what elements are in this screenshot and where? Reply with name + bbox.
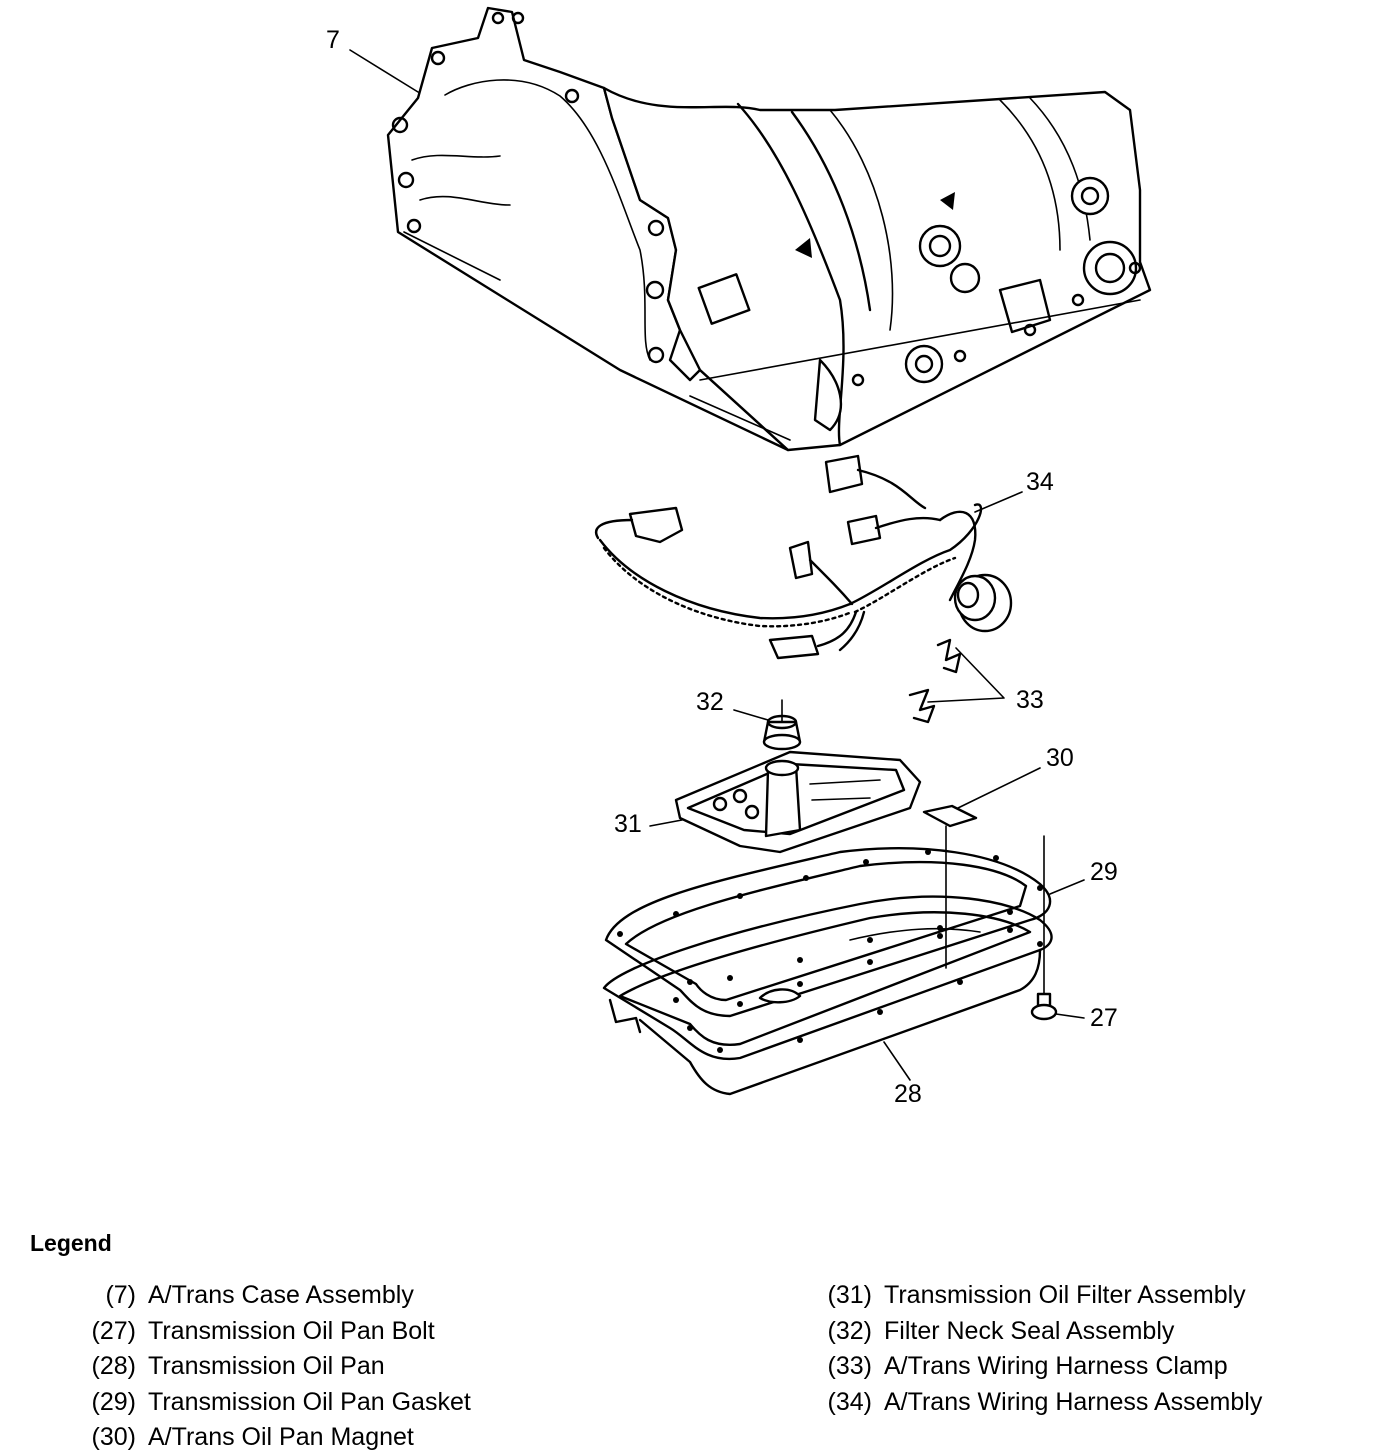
legend-item-text: A/Trans Oil Pan Magnet xyxy=(148,1423,414,1452)
legend-item-text: A/Trans Case Assembly xyxy=(148,1281,414,1310)
leader-7 xyxy=(349,49,419,93)
wiring-harness xyxy=(595,454,1013,660)
legend-item: (30) A/Trans Oil Pan Magnet xyxy=(70,1420,471,1456)
leader-33 xyxy=(927,647,1005,703)
exploded-parts-diagram: 7 34 32 33 30 31 29 27 28 xyxy=(326,6,1152,1108)
oil-pan xyxy=(602,895,1053,1096)
transmission-case xyxy=(386,6,1152,452)
leader-29 xyxy=(1049,879,1085,895)
legend-item: (29) Transmission Oil Pan Gasket xyxy=(70,1385,471,1421)
legend-item: (34) A/Trans Wiring Harness Assembly xyxy=(806,1385,1263,1421)
callout-30: 30 xyxy=(1046,744,1074,772)
legend-item-text: A/Trans Wiring Harness Assembly xyxy=(884,1387,1263,1416)
legend-item-text: Transmission Oil Pan Bolt xyxy=(148,1316,435,1345)
harness-clamps xyxy=(908,638,962,724)
legend-item: (31) Transmission Oil Filter Assembly xyxy=(806,1278,1262,1314)
legend-item-number: (27) xyxy=(91,1316,136,1345)
callout-27: 27 xyxy=(1090,1004,1118,1032)
legend-left-column: (7) A/Trans Case Assembly (27) Transmiss… xyxy=(70,1278,471,1456)
oil-filter xyxy=(674,750,922,854)
legend-title: Legend xyxy=(30,1230,112,1256)
legend-right-column: (31) Transmission Oil Filter Assembly (3… xyxy=(806,1278,1263,1421)
callout-29: 29 xyxy=(1090,858,1118,886)
legend-item-number: (7) xyxy=(105,1281,136,1310)
legend-item: (27) Transmission Oil Pan Bolt xyxy=(70,1314,471,1350)
legend-item-number: (34) xyxy=(827,1387,872,1416)
leader-34 xyxy=(974,491,1023,513)
oil-pan-gasket xyxy=(604,847,1052,1018)
legend-item-number: (29) xyxy=(91,1387,136,1416)
callout-28: 28 xyxy=(894,1080,922,1108)
legend-item: (33) A/Trans Wiring Harness Clamp xyxy=(806,1349,1262,1385)
filter-neck-seal xyxy=(762,714,802,751)
legend-item-number: (33) xyxy=(827,1352,872,1381)
callout-33: 33 xyxy=(1016,686,1044,714)
leader-30 xyxy=(957,767,1041,809)
callout-34: 34 xyxy=(1026,468,1054,496)
legend-item: (7) A/Trans Case Assembly xyxy=(70,1278,471,1314)
legend-item-text: Transmission Oil Filter Assembly xyxy=(884,1281,1246,1310)
legend-item-number: (30) xyxy=(91,1423,136,1452)
legend-item-text: Filter Neck Seal Assembly xyxy=(884,1316,1175,1345)
legend-item-number: (28) xyxy=(91,1352,136,1381)
legend-item-text: Transmission Oil Pan xyxy=(148,1352,385,1381)
oil-pan-bolt xyxy=(1030,835,1058,1021)
legend-item-number: (31) xyxy=(827,1281,872,1310)
callout-31: 31 xyxy=(614,810,642,838)
leader-28 xyxy=(883,1041,911,1081)
legend-item-text: Transmission Oil Pan Gasket xyxy=(148,1387,471,1416)
legend-item: (28) Transmission Oil Pan xyxy=(70,1349,471,1385)
callout-32: 32 xyxy=(696,688,724,716)
legend-item-number: (32) xyxy=(827,1316,872,1345)
leader-31 xyxy=(649,819,683,827)
oil-pan-magnet xyxy=(922,804,978,828)
callout-7: 7 xyxy=(326,26,340,54)
legend-item: (32) Filter Neck Seal Assembly xyxy=(806,1314,1262,1350)
legend-item-text: A/Trans Wiring Harness Clamp xyxy=(884,1352,1228,1381)
leader-27 xyxy=(1055,1013,1085,1019)
leader-32 xyxy=(733,709,769,721)
